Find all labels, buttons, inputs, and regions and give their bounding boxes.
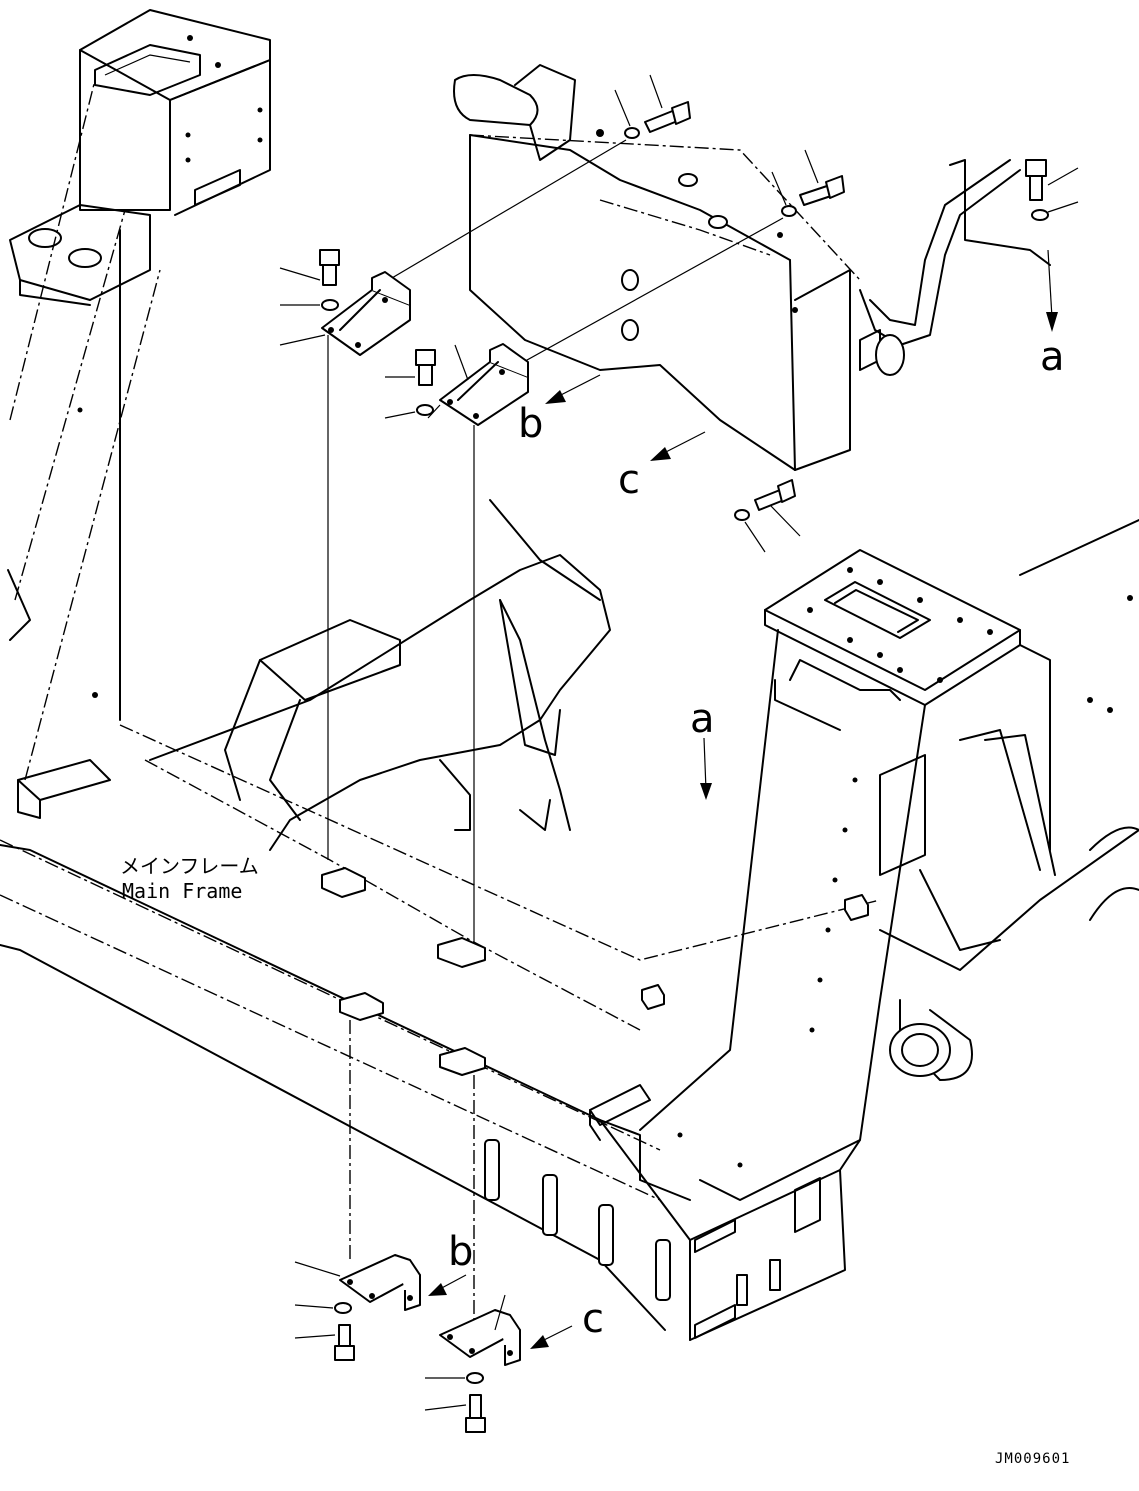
lower-bracket-left xyxy=(339,1254,421,1311)
bolt-icon xyxy=(465,1394,486,1433)
bracket-fasteners xyxy=(279,249,475,945)
bolt-icon xyxy=(415,349,436,386)
right-frame-post xyxy=(639,519,1139,1201)
drawing-code: JM009601 xyxy=(995,1451,1070,1467)
left-frame-post xyxy=(7,9,271,819)
washer-icon xyxy=(466,1372,484,1384)
callout-a-upper: a xyxy=(1040,334,1065,380)
bolt-icon xyxy=(1025,159,1047,201)
callout-b-upper: b xyxy=(518,401,543,447)
bolt-icon xyxy=(644,101,691,133)
bolt-icon xyxy=(754,479,796,511)
drop-guides xyxy=(339,992,486,1330)
lower-fasteners xyxy=(294,1261,506,1433)
main-frame xyxy=(0,499,881,1341)
washer-icon xyxy=(1031,209,1049,221)
washer-icon xyxy=(334,1302,352,1314)
frame-side-slots xyxy=(484,1139,821,1339)
callout-b-lower: b xyxy=(448,1229,473,1275)
upper-bracket-left xyxy=(321,271,411,356)
lower-bracket-right xyxy=(439,1309,521,1366)
callout-a-lower: a xyxy=(690,696,715,742)
main-frame-label-jp: メインフレーム xyxy=(120,854,259,878)
washer-icon xyxy=(416,404,434,416)
bolt-icon xyxy=(334,1324,355,1361)
callout-c-upper: c xyxy=(618,457,640,503)
washer-icon xyxy=(781,205,797,217)
washer-icon xyxy=(321,299,339,311)
callout-c-lower: c xyxy=(582,1296,604,1342)
upper-bracket-right xyxy=(439,343,529,426)
bolt-icon xyxy=(799,175,845,206)
callout-arrows xyxy=(428,249,1058,1349)
upper-fasteners xyxy=(379,74,1079,553)
cooler-assembly xyxy=(453,64,1051,471)
washer-icon xyxy=(624,127,640,139)
main-frame-label-en: Main Frame xyxy=(122,879,242,903)
bolt-icon xyxy=(319,249,340,286)
washer-icon xyxy=(734,509,750,521)
